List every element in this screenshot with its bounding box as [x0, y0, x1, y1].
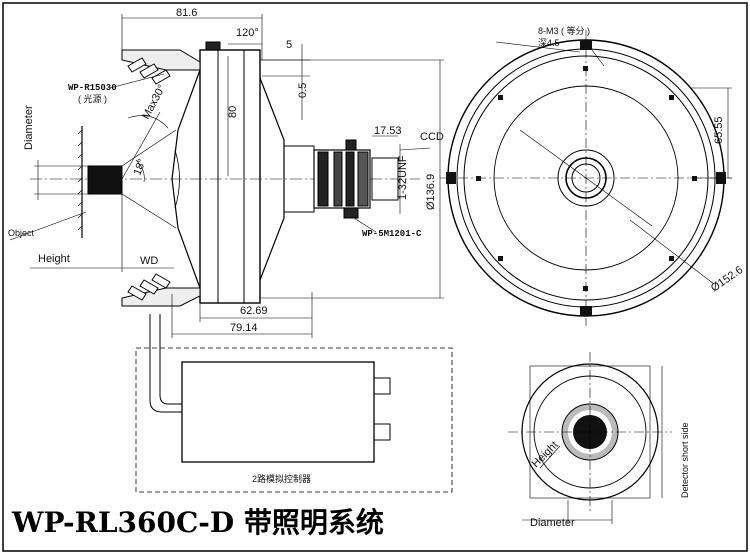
dim-angle-top: 120°	[236, 27, 259, 39]
depth-label: 深4.5	[538, 38, 560, 48]
side-view	[9, 14, 444, 338]
light-source-model: WP-R15030	[68, 83, 117, 93]
dim-0-5: 0.5	[297, 83, 309, 98]
max-angle: Max30°	[140, 83, 168, 122]
dim-62-69: 62.69	[240, 305, 268, 317]
ccd-label: CCD	[420, 131, 444, 143]
thread-label: 1-32UNF	[397, 155, 409, 200]
dim-17-53: 17.53	[374, 125, 402, 137]
dim-65-55: 65.55	[713, 116, 725, 144]
mounting-blocks	[446, 40, 726, 316]
detector-short-side: Detector short side	[680, 422, 690, 498]
dia-152-6: Ø152.6	[709, 264, 745, 295]
wd-label: WD	[140, 255, 158, 267]
detector-view	[508, 352, 672, 524]
dim-79-14: 79.14	[230, 322, 258, 334]
dim-width-top: 81.6	[176, 7, 197, 19]
dia-136-9: Ø136.9	[425, 174, 437, 210]
light-source-name: ( 光源 )	[78, 93, 107, 104]
lens-model: WP-5M1201-C	[362, 229, 422, 239]
drawing-title: WP-RL360C-D 带照明系统	[11, 506, 384, 539]
controller-box	[135, 314, 453, 493]
controller-label: 2路模拟控制器	[252, 473, 311, 484]
angle-18: 18°	[132, 157, 149, 177]
screws-label: 8-M3 ( 等分 )	[538, 25, 590, 36]
dim-80: 80	[227, 106, 239, 118]
height-left: Height	[38, 253, 70, 265]
object-label: Object	[8, 228, 35, 238]
front-view	[440, 30, 732, 326]
diameter-bottom: Diameter	[530, 517, 575, 529]
diameter-left: Diameter	[23, 105, 35, 150]
dim-5: 5	[286, 39, 292, 51]
